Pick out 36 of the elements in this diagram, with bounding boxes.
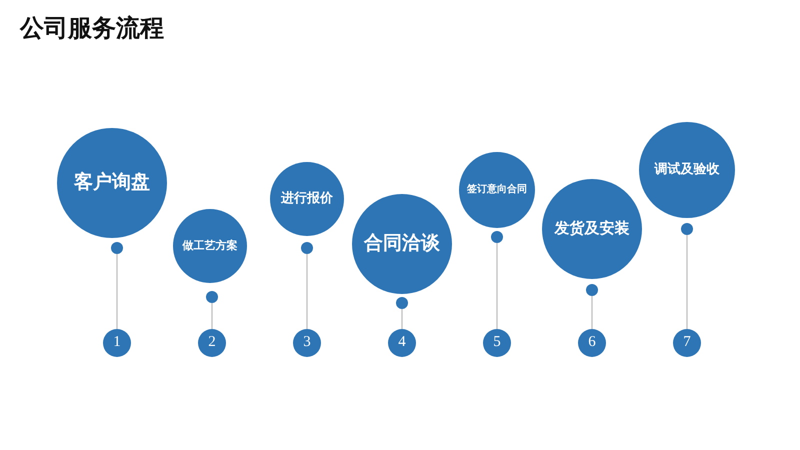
step-number: 6 <box>588 334 596 352</box>
number-badge <box>103 329 131 357</box>
title: 公司服务流程 <box>20 13 164 44</box>
step-label: 签订意向合同 <box>467 184 527 196</box>
dot-marker <box>301 242 313 254</box>
step-number: 2 <box>208 334 216 352</box>
step-number: 5 <box>493 334 501 352</box>
connector-line <box>401 309 403 329</box>
number-badge <box>673 329 701 357</box>
dot-marker <box>111 242 123 254</box>
step-label: 调试及验收 <box>654 162 720 178</box>
step-number: 7 <box>683 334 691 352</box>
connector-line <box>116 254 118 329</box>
dot-marker <box>206 291 218 303</box>
connector-line <box>211 303 213 329</box>
number-badge <box>293 329 321 357</box>
dot-marker <box>586 284 598 296</box>
number-badge <box>388 329 416 357</box>
connector-line <box>591 296 593 329</box>
connector-line <box>686 235 688 329</box>
step-number: 3 <box>303 334 311 352</box>
dot-marker <box>396 297 408 309</box>
dot-marker <box>681 223 693 235</box>
step-label: 做工艺方案 <box>182 240 238 252</box>
step-number: 4 <box>398 334 406 352</box>
number-badge <box>198 329 226 357</box>
dot-marker <box>491 231 503 243</box>
number-badge <box>578 329 606 357</box>
connector-line <box>306 254 308 329</box>
number-badge <box>483 329 511 357</box>
step-label: 进行报价 <box>281 192 333 206</box>
step-label: 发货及安装 <box>554 220 630 238</box>
step-number: 1 <box>113 334 121 352</box>
connector-line <box>496 243 498 329</box>
step-label: 客户询盘 <box>74 172 150 194</box>
step-label: 合同洽谈 <box>364 233 440 255</box>
